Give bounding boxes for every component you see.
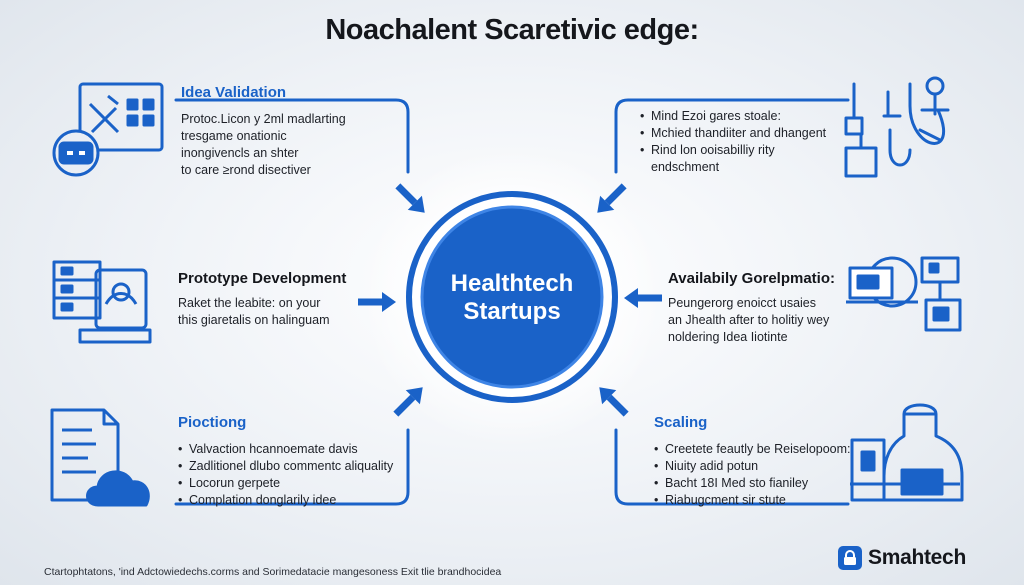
list-item: Locorun gerpete	[178, 475, 393, 492]
bullet-list: Valvaction hcannoemate davis Zadlitionel…	[178, 441, 393, 509]
list-item: Bacht 18I Med sto fianiley	[654, 475, 851, 492]
section-line: inongivencls an shter	[181, 146, 299, 160]
section-title: Pioctiong	[178, 414, 247, 431]
bullet-list: Mind Ezoi gares stoale: Mchied thandiite…	[640, 108, 826, 159]
section-line: Protoc.Licon y 2ml madlarting	[181, 112, 346, 126]
list-item: Zadlitionel dlubo commentc aliquality	[178, 458, 393, 475]
section-line: an Jhealth after to holitiy wey	[668, 313, 830, 327]
arrow-top-left-icon	[395, 183, 425, 213]
center-label-line1: Healthtech	[450, 270, 574, 297]
section-line: tresgame onationic	[181, 129, 287, 143]
list-item: Mchied thandiiter and dhangent	[640, 125, 826, 142]
medical-instruments-icon	[844, 76, 950, 178]
section-line: endschment	[651, 160, 720, 174]
page-title: Noachalent Scaretivic edge:	[325, 14, 699, 46]
server-icon	[52, 260, 152, 344]
list-item: Valvaction hcannoemate davis	[178, 441, 393, 458]
arrow-left-icon	[358, 292, 396, 312]
section-line: Peungerorg enoicct usaies	[668, 296, 817, 310]
section-scaling: Scaling Creetete feautly be Reiselopoom:…	[654, 414, 851, 509]
list-item: Mind Ezoi gares stoale:	[640, 108, 826, 125]
section-idea-validation: Idea Validation Protoc.Licon y 2ml madla…	[181, 84, 346, 179]
section-title: Idea Validation	[181, 84, 287, 101]
lock-icon	[838, 546, 862, 570]
section-mind-games: Mind Ezoi gares stoale: Mchied thandiite…	[640, 108, 826, 176]
arrows	[358, 183, 662, 417]
bracket-bottom-left	[174, 428, 410, 506]
bracket-bottom-right	[614, 428, 850, 506]
section-line: to care ≥rond disectiver	[181, 163, 311, 177]
arrow-top-right-icon	[597, 183, 627, 213]
center-label: Healthtech Startups	[424, 270, 600, 326]
list-item: Creetete feautly be Reiselopoom:	[654, 441, 851, 458]
section-line: noldering Idea Iiotinte	[668, 330, 788, 344]
section-line: this giaretalis on halinguam	[178, 313, 330, 327]
center-hub	[406, 191, 618, 403]
arrow-right-icon	[624, 288, 662, 308]
dashboard-icon	[846, 256, 962, 332]
section-title: Prototype Development	[178, 270, 347, 287]
bullet-list: Creetete feautly be Reiselopoom: Niuity …	[654, 441, 851, 509]
section-prototype-development: Prototype Development Raket the leabite:…	[178, 270, 346, 329]
containers-icon	[850, 403, 964, 502]
section-title: Availabily Gorelpmatio:	[668, 270, 835, 287]
brand-logo: Smahtech	[838, 546, 966, 570]
list-item: Riabugcment sir stute	[654, 492, 851, 509]
section-availability: Availabily Gorelpmatio: Peungerorg enoic…	[668, 270, 835, 346]
clipboard-cloud-icon	[50, 408, 150, 507]
section-piloting: Pioctiong Valvaction hcannoemate davis Z…	[178, 414, 393, 509]
monitor-icon	[52, 82, 164, 177]
brand-name: Smahtech	[868, 546, 966, 569]
arrow-bottom-right-icon	[599, 387, 629, 417]
list-item: Rind lon ooisabilliy rity	[640, 142, 826, 159]
section-title: Scaling	[654, 414, 708, 431]
connector-lines	[174, 98, 850, 506]
arrow-bottom-left-icon	[393, 387, 423, 417]
center-label-line2: Startups	[463, 298, 561, 325]
list-item: Niuity adid potun	[654, 458, 851, 475]
list-item: Complation donglarily idee	[178, 492, 393, 509]
footer-note: Ctartophtatons, 'ind Adctowiedechs.corms…	[44, 566, 502, 578]
bracket-top-left	[174, 98, 410, 174]
section-line: Raket the leabite: on your	[178, 296, 321, 310]
bracket-top-right	[614, 98, 850, 174]
